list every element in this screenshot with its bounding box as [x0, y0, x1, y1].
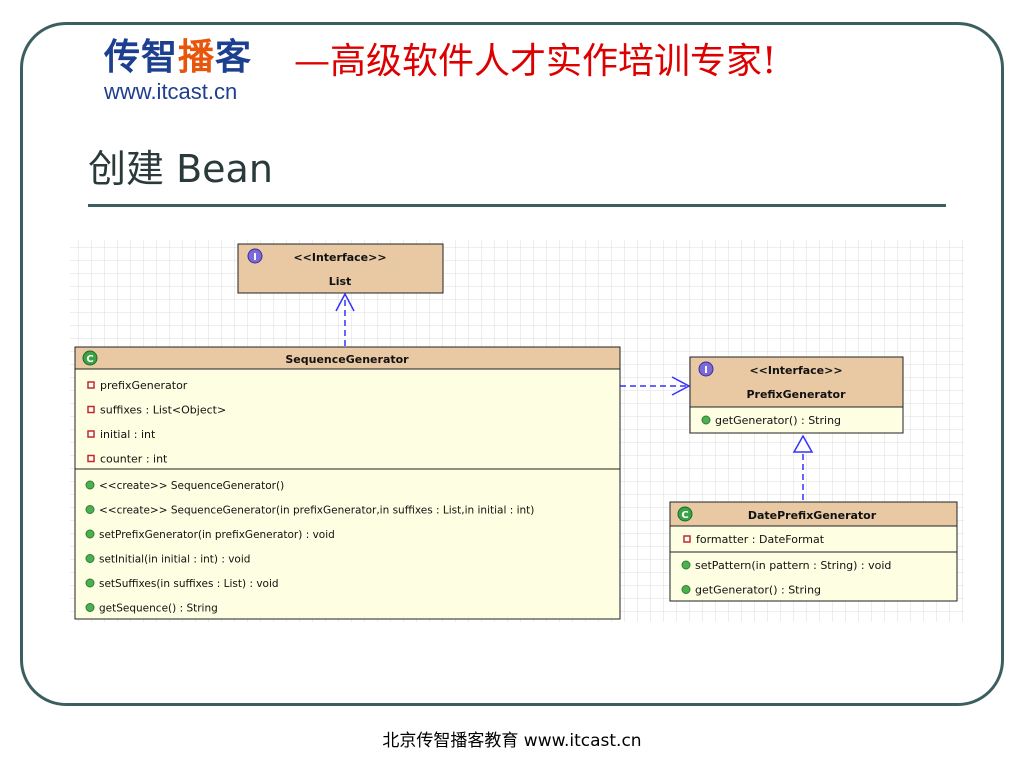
public-operation-icon	[85, 578, 95, 588]
private-attribute-icon	[87, 381, 95, 389]
operation-row: <<create>> SequenceGenerator(in prefixGe…	[99, 505, 534, 517]
interface-icon	[698, 361, 714, 377]
public-operation-icon	[85, 480, 95, 490]
footer-text: 北京传智播客教育 www.itcast.cn	[382, 731, 642, 751]
public-operation-icon	[681, 560, 691, 570]
slide-frame	[20, 22, 1004, 706]
prefix-generator-box: I <<Interface>> PrefixGenerator getGener…	[689, 356, 904, 434]
operation-row: getSequence() : String	[99, 603, 218, 615]
private-attribute-icon	[87, 454, 95, 463]
operation-row: setPattern(in pattern : String) : void	[695, 559, 891, 572]
public-operation-icon	[85, 505, 95, 514]
date-prefix-generator-box: C DatePrefixGenerator formatter : DateFo…	[669, 501, 958, 602]
private-attribute-icon	[87, 405, 95, 414]
private-attribute-icon	[683, 535, 691, 543]
class-icon	[82, 350, 98, 366]
interface-icon	[247, 248, 263, 264]
attribute-row: formatter : DateFormat	[696, 533, 825, 546]
sequence-generator-name: SequenceGenerator	[285, 353, 409, 366]
sequence-generator-attributes: prefixGenerator suffixes : List<Object> in…	[87, 379, 226, 466]
attribute-row: prefixGenerator	[100, 379, 188, 392]
slide-title: 创建 Bean	[88, 147, 273, 191]
slogan: —高级软件人才实作培训专家!	[294, 41, 777, 82]
list-stereotype: <<Interface>>	[293, 251, 386, 264]
prefix-realization-connector	[792, 434, 814, 500]
public-operation-icon	[85, 603, 95, 612]
logo-text: 传智播客	[104, 37, 253, 78]
operation-row: getGenerator() : String	[715, 414, 841, 427]
sequence-generator-box: C SequenceGenerator prefixGenerator suffi…	[74, 346, 621, 620]
interface-icon-letter: I	[704, 365, 708, 376]
attribute-row: suffixes : List<Object>	[100, 404, 226, 417]
prefix-generator-name: PrefixGenerator	[746, 388, 846, 401]
itcast-logo: 传智播客 www.itcast.cn	[104, 38, 252, 104]
sequence-generator-operations: <<create>> SequenceGenerator() <<create>>…	[85, 480, 534, 615]
public-operation-icon	[85, 529, 95, 539]
operation-row: setInitial(in initial : int) : void	[99, 554, 250, 566]
public-operation-icon	[681, 585, 691, 594]
interface-icon-letter: I	[253, 252, 257, 263]
date-prefix-generator-operations: setPattern(in pattern : String) : void ge…	[681, 559, 891, 597]
date-prefix-generator-name: DatePrefixGenerator	[748, 509, 877, 522]
list-name: List	[329, 275, 352, 288]
dependency-connector	[620, 376, 691, 396]
class-icon-letter: C	[681, 510, 688, 521]
operation-row: <<create>> SequenceGenerator()	[99, 480, 284, 492]
operation-row: setSuffixes(in suffixes : List) : void	[99, 578, 279, 590]
date-prefix-generator-attributes: formatter : DateFormat	[683, 533, 825, 546]
attribute-row: initial : int	[100, 428, 156, 441]
attribute-row: counter : int	[100, 453, 168, 466]
private-attribute-icon	[87, 430, 95, 438]
operation-row: getGenerator() : String	[695, 584, 821, 597]
public-operation-icon	[85, 554, 95, 563]
public-operation-icon	[701, 415, 711, 425]
list-interface-box: I <<Interface>> List	[237, 243, 444, 294]
title-rule	[88, 204, 946, 207]
list-realization-connector	[335, 292, 355, 346]
prefix-generator-operations: getGenerator() : String	[701, 414, 841, 427]
class-icon	[677, 506, 693, 522]
class-icon-letter: C	[86, 354, 93, 365]
logo-url: www.itcast.cn	[104, 79, 238, 104]
operation-row: setPrefixGenerator(in prefixGenerator) :…	[99, 529, 335, 541]
prefix-generator-stereotype: <<Interface>>	[749, 364, 842, 377]
